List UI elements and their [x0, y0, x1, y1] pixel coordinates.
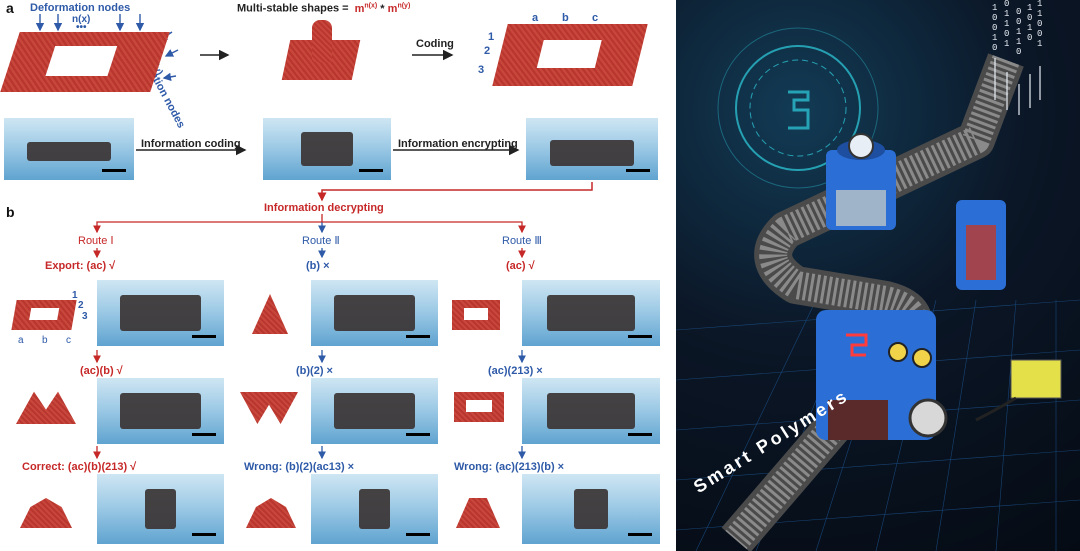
binary-digit: 1 [992, 33, 997, 43]
route-1-title: Route Ⅰ [78, 235, 114, 247]
photo-route-2-stage-2 [311, 378, 438, 444]
connector-lines [35, 14, 593, 460]
model-row-1: 1 [72, 290, 78, 301]
encoding-machine [826, 133, 896, 230]
model-route-3-stage-2 [454, 392, 504, 422]
binary-digit: 1 [1037, 9, 1042, 19]
model-row-3: 3 [82, 311, 88, 322]
route-1-step-3: Correct: (ac)(b)(213) √ [22, 461, 137, 473]
route-3-step-1: (ac) √ [506, 260, 535, 272]
binary-digit: 0 [1037, 19, 1042, 29]
photo-route-3-stage-2 [522, 378, 660, 444]
binary-digit: 0 [1004, 0, 1009, 9]
binary-digit: 1 [1037, 39, 1042, 49]
photo-route-1-stage-2 [97, 378, 224, 444]
binary-digit: 0 [1027, 13, 1032, 23]
binary-digit: 0 [1016, 7, 1021, 17]
conveyor-belt [721, 53, 1024, 551]
binary-digit: 0 [992, 43, 997, 53]
information-coding-label: Information coding [141, 138, 241, 150]
route-1-step-1: Export: (ac) √ [45, 260, 116, 272]
binary-digit: 0 [1027, 33, 1032, 43]
binary-digit: 1 [992, 3, 997, 13]
information-decrypting-label: Information decrypting [264, 202, 384, 214]
panel-letter-b: b [6, 204, 15, 220]
model-route-1-stage-1 [11, 300, 77, 330]
photo-route-1-stage-1 [97, 280, 224, 346]
model-col-c: c [66, 335, 71, 346]
coding-label: Coding [416, 38, 454, 50]
grid-col-c: c [592, 12, 599, 24]
route-2-title: Route Ⅱ [302, 235, 340, 247]
route-2-step-3: Wrong: (b)(2)(ac13) × [244, 461, 355, 473]
binary-digit: 0 [1016, 17, 1021, 27]
photo-route-1-stage-3 [97, 474, 224, 544]
model-col-b: b [42, 335, 48, 346]
photo-route-3-stage-1 [522, 280, 660, 346]
photo-route-2-stage-3 [311, 474, 438, 544]
route-3-title: Route Ⅲ [502, 235, 542, 247]
dots-label: ••• [76, 22, 87, 33]
binary-digit: 1 [1016, 37, 1021, 47]
binary-digit: 1 [1004, 9, 1009, 19]
binary-digit: 1 [1016, 27, 1021, 37]
grid-col-b: b [562, 12, 569, 24]
coded-grid-frame [492, 24, 648, 86]
photo-route-2-stage-1 [311, 280, 438, 346]
route-2-step-2: (b)(2) × [296, 365, 333, 377]
photo-coded-sheet [263, 118, 391, 180]
panel-letter-a: a [6, 0, 14, 16]
binary-digit: 1 [1004, 19, 1009, 29]
model-route-3-stage-1 [452, 300, 500, 330]
grid-row-2: 2 [484, 45, 491, 57]
binary-digit: 0 [1037, 29, 1042, 39]
photo-encrypted-sheet [526, 118, 658, 180]
route-3-step-3: Wrong: (ac)(213)(b) × [454, 461, 565, 473]
model-row-2: 2 [78, 300, 84, 311]
photo-initial-sheet [4, 118, 134, 180]
flat-square-frame [0, 32, 170, 92]
route-1-step-2: (ac)(b) √ [80, 365, 123, 377]
binary-digit: 0 [1016, 47, 1021, 57]
information-encrypting-label: Information encrypting [398, 138, 518, 150]
grid-col-a: a [532, 12, 539, 24]
route-3-step-2: (ac)(213) × [488, 365, 543, 377]
grid-row-3: 3 [478, 64, 485, 76]
multistable-shapes-label: Multi-stable shapes = mn(x) * mn(y) [237, 2, 411, 15]
binary-digit: 1 [1027, 23, 1032, 33]
figure-left: a Deformation nodes n(x) ••• Deformation… [0, 0, 660, 544]
model-col-a: a [18, 335, 24, 346]
binary-digit: 0 [1004, 29, 1009, 39]
output-machine [816, 310, 948, 440]
binary-digit: 0 [992, 23, 997, 33]
glow-rings [717, 27, 879, 189]
binary-digit: 1 [1004, 39, 1009, 49]
binary-digit: 1 [1027, 3, 1032, 13]
photo-route-3-stage-3 [522, 474, 660, 544]
binary-digit: 1 [1037, 0, 1042, 9]
binary-digit: 0 [992, 13, 997, 23]
deformation-nodes-top-label: Deformation nodes [30, 2, 131, 14]
decrypting-gate [956, 200, 1006, 290]
yellow-battery-box [975, 359, 1062, 422]
folded-ridge [312, 20, 332, 62]
route-2-step-1: (b) × [306, 260, 330, 272]
n-x-label: n(x) [72, 14, 91, 25]
grid-row-1: 1 [488, 31, 495, 43]
